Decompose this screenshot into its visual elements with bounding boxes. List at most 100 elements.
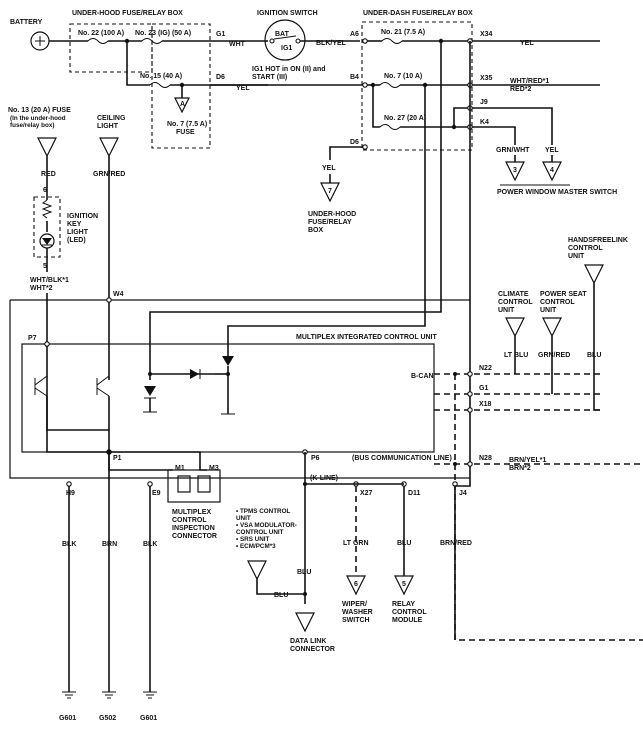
connector-a-label: A <box>180 101 185 108</box>
fuse-13-symbol <box>37 137 57 158</box>
pin-g1: G1 <box>216 31 225 38</box>
micu-label: MULTIPLEX INTEGRATED CONTROL UNIT <box>296 334 437 341</box>
wiper-label-2: WASHER <box>342 609 373 616</box>
relay-label-2: CONTROL <box>392 609 427 616</box>
fuse-27-label: No. 27 (20 A) <box>384 115 426 122</box>
wire-brn: BRN <box>102 541 117 548</box>
pw-pin-4-symbol <box>542 161 562 182</box>
under-dash-box-title: UNDER-DASH FUSE/RELAY BOX <box>363 10 473 17</box>
pw-pin-3-symbol <box>505 161 525 182</box>
climate-label-2: CONTROL <box>498 299 533 306</box>
wire-wht-red-1: WHT/RED*1 <box>510 78 549 85</box>
key-light-label-1: IGNITION <box>67 213 98 220</box>
uh-ref-label-2: FUSE/RELAY <box>308 219 352 226</box>
relay-label-3: MODULE <box>392 617 423 624</box>
fuse-13-label-3: fuse/relay box) <box>10 122 54 129</box>
mpx-conn-label-1: MULTIPLEX <box>172 509 211 516</box>
fuse-word-label: FUSE <box>176 129 195 136</box>
ign-ig1-label: IG1 <box>281 45 292 52</box>
tpms-6: • ECM/PCM*3 <box>236 543 276 550</box>
wire-yel-x34: YEL <box>520 40 534 47</box>
pin-p1: P1 <box>113 455 122 462</box>
pin-x27: X27 <box>360 490 373 497</box>
ground-g601-b-symbol <box>143 691 157 699</box>
pin-a6: A6 <box>350 31 359 38</box>
key-light-pin-5: 5 <box>43 263 47 270</box>
fuse-13-label-1: No. 13 (20 A) FUSE <box>8 107 71 114</box>
dlc-label-1: DATA LINK <box>290 638 326 645</box>
wire-blk-1: BLK <box>62 541 76 548</box>
mpx-conn-label-4: CONNECTOR <box>172 533 217 540</box>
micu-box <box>21 343 435 453</box>
uh-ref-label-1: UNDER-HOOD <box>308 211 356 218</box>
key-light-label-4: (LED) <box>67 237 86 244</box>
mpx-conn-label-2: CONTROL <box>172 517 207 524</box>
pin-h9: H9 <box>66 490 75 497</box>
wire-yel-d6: YEL <box>236 85 250 92</box>
ignition-switch-symbol <box>264 19 306 61</box>
pin-m1: M1 <box>175 465 185 472</box>
key-light-label-3: LIGHT <box>67 229 89 236</box>
wire-blk-2: BLK <box>143 541 157 548</box>
uh-ref-pin-7: 7 <box>328 188 332 195</box>
pin-n22: N22 <box>479 365 492 372</box>
bus-comm-label: (BUS COMMUNICATION LINE) <box>352 455 452 462</box>
wire-brn-red: BRN/RED <box>440 540 472 547</box>
handsfree-label-2: CONTROL <box>568 245 603 252</box>
wire-blu-kline: BLU <box>297 569 311 576</box>
ignition-switch-title: IGNITION SWITCH <box>257 10 318 17</box>
pin-m3: M3 <box>209 465 219 472</box>
fuse-21-symbol <box>381 38 403 44</box>
uh-ref-pin-7-symbol <box>320 182 340 203</box>
wiper-label-3: SWITCH <box>342 617 370 624</box>
pin-x18: X18 <box>479 401 492 408</box>
wire-grn-red-ceiling: GRN/RED <box>93 171 125 178</box>
pin-w4: W4 <box>113 291 124 298</box>
power-window-switch-label: POWER WINDOW MASTER SWITCH <box>497 189 617 196</box>
fuse-21-label: No. 21 (7.5 A) <box>381 29 425 36</box>
wire-grn-wht: GRN/WHT <box>496 147 530 154</box>
wiper-pin-6: 6 <box>354 581 358 588</box>
wire-wht-blk-2: WHT*2 <box>30 285 53 292</box>
ig1-note-2: START (III) <box>252 74 287 81</box>
power-seat-label-3: UNIT <box>540 307 557 314</box>
pin-e9: E9 <box>152 490 161 497</box>
wiper-pin-symbol <box>346 575 366 596</box>
pin-j9: J9 <box>480 99 488 106</box>
fuse-27-symbol <box>379 124 401 130</box>
connector-a-symbol <box>174 97 190 114</box>
pw-pin-3: 3 <box>513 167 517 174</box>
relay-pin-symbol <box>394 575 414 596</box>
pin-n28: N28 <box>479 455 492 462</box>
pin-g1-can: G1 <box>479 385 488 392</box>
ign-bat-label: BAT <box>275 31 290 38</box>
fuse-13-label-2: (In the under-hood <box>10 115 66 122</box>
tpms-5: • SRS UNIT <box>236 536 269 543</box>
fuse-15-symbol <box>149 82 171 88</box>
wire-blu-handsfree: BLU <box>587 352 601 359</box>
pin-b4: B4 <box>350 74 359 81</box>
under-hood-box-title: UNDER-HOOD FUSE/RELAY BOX <box>72 10 183 17</box>
pin-d6-dash: D6 <box>350 139 359 146</box>
dlc-label-2: CONNECTOR <box>290 646 335 653</box>
wire-yel-d6-dash: YEL <box>322 165 336 172</box>
power-seat-symbol <box>542 317 562 338</box>
climate-label-1: CLIMATE <box>498 291 529 298</box>
tpms-4: CONTROL UNIT <box>236 529 284 536</box>
wire-blu-tpms: BLU <box>274 592 288 599</box>
ceiling-light-label-1: CEILING <box>97 115 126 122</box>
ground-g601-a: G601 <box>59 715 76 722</box>
wire-red: RED <box>41 171 56 178</box>
wire-wht-red-2: RED*2 <box>510 86 532 93</box>
handsfree-symbol <box>584 264 604 285</box>
ground-g502-symbol <box>102 691 116 699</box>
tpms-2: UNIT <box>236 515 251 522</box>
wire-brn-yel-1: BRN/YEL*1 <box>509 457 546 464</box>
handsfree-label-1: HANDSFREELINK <box>568 237 628 244</box>
pin-x34: X34 <box>480 31 493 38</box>
relay-label-1: RELAY <box>392 601 415 608</box>
ground-g601-b: G601 <box>140 715 157 722</box>
pin-d11: D11 <box>408 490 421 497</box>
uh-ref-label-3: BOX <box>308 227 324 234</box>
